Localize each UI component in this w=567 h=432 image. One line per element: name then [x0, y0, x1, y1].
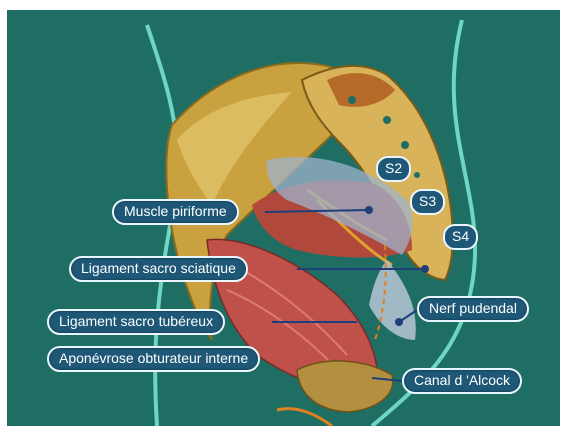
label-nerf-pudendal: Nerf pudendal [417, 296, 529, 322]
label-canal-alcock: Canal d 'Alcock [402, 368, 522, 394]
anatomy-illustration: Muscle piriforme Ligament sacro sciatiqu… [7, 10, 560, 426]
foramen-1 [348, 96, 356, 104]
sacrotuberous-ligament [369, 260, 416, 340]
vertebra-tag-s4: S4 [443, 224, 478, 250]
vertebra-tag-s3: S3 [410, 189, 445, 215]
label-ligament-sacro-tubereux: Ligament sacro tubéreux [47, 309, 225, 335]
foramen-3 [401, 141, 409, 149]
pudendal-branch [277, 409, 332, 426]
ischial-tuberosity [297, 361, 393, 412]
label-ligament-sacro-sciatique: Ligament sacro sciatique [69, 256, 248, 282]
label-aponevrose-obturateur: Aponévrose obturateur interne [47, 346, 260, 372]
label-muscle-piriforme: Muscle piriforme [112, 199, 239, 225]
foramen-2 [383, 116, 391, 124]
vertebra-tag-s2: S2 [376, 156, 411, 182]
foramen-4 [414, 172, 420, 178]
